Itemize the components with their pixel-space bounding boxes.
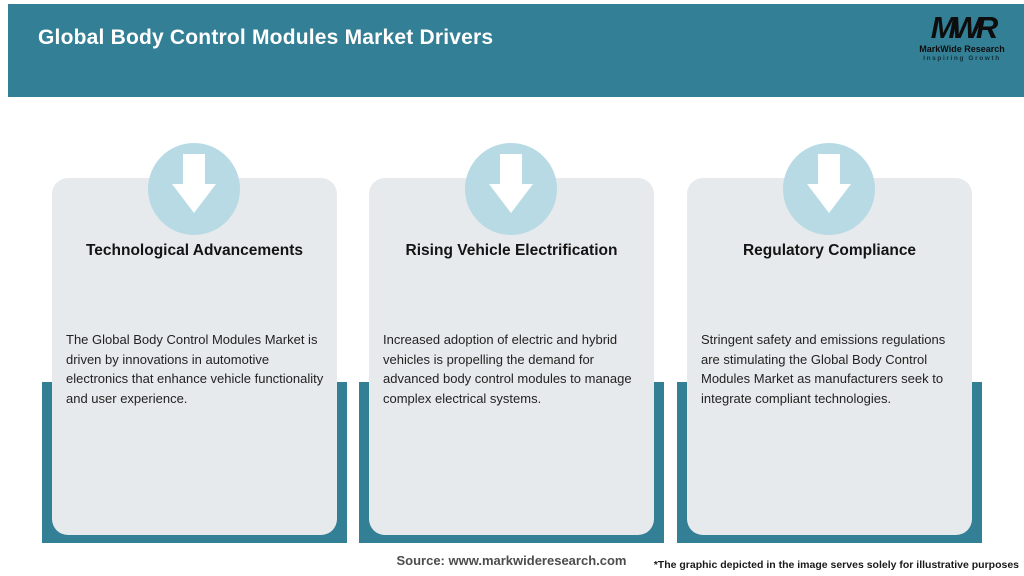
logo-tagline: Inspiring Growth [923,55,1001,62]
driver-card: Rising Vehicle Electrification Increased… [369,178,654,535]
down-arrow-icon [783,143,875,235]
logo-name: MarkWide Research [919,44,1005,54]
card-description: Increased adoption of electric and hybri… [383,332,632,406]
card-title: Rising Vehicle Electrification [405,242,618,259]
driver-card: Technological Advancements The Global Bo… [52,178,337,535]
header-bar: Global Body Control Modules Market Drive… [8,4,1024,97]
driver-column-regulatory-compliance: Regulatory Compliance Stringent safety a… [677,143,982,543]
driver-column-technological-advancements: Technological Advancements The Global Bo… [42,143,347,543]
source-text: Source: www.markwideresearch.com [396,553,627,568]
mwr-monogram: MWR [930,10,998,45]
disclaimer-text: *The graphic depicted in the image serve… [653,559,1019,571]
card-description: The Global Body Control Modules Market i… [66,332,324,406]
driver-card: Regulatory Compliance Stringent safety a… [687,178,972,535]
page-title: Global Body Control Modules Market Drive… [38,26,494,49]
driver-column-rising-vehicle-electrification: Rising Vehicle Electrification Increased… [359,143,664,543]
down-arrow-icon [148,143,240,235]
down-arrow-icon [465,143,557,235]
card-title: Technological Advancements [85,242,304,259]
markwide-research-logo: MWR MarkWide Research Inspiring Growth [914,12,1010,63]
card-title: Regulatory Compliance [742,242,917,259]
card-description: Stringent safety and emissions regulatio… [701,332,946,406]
